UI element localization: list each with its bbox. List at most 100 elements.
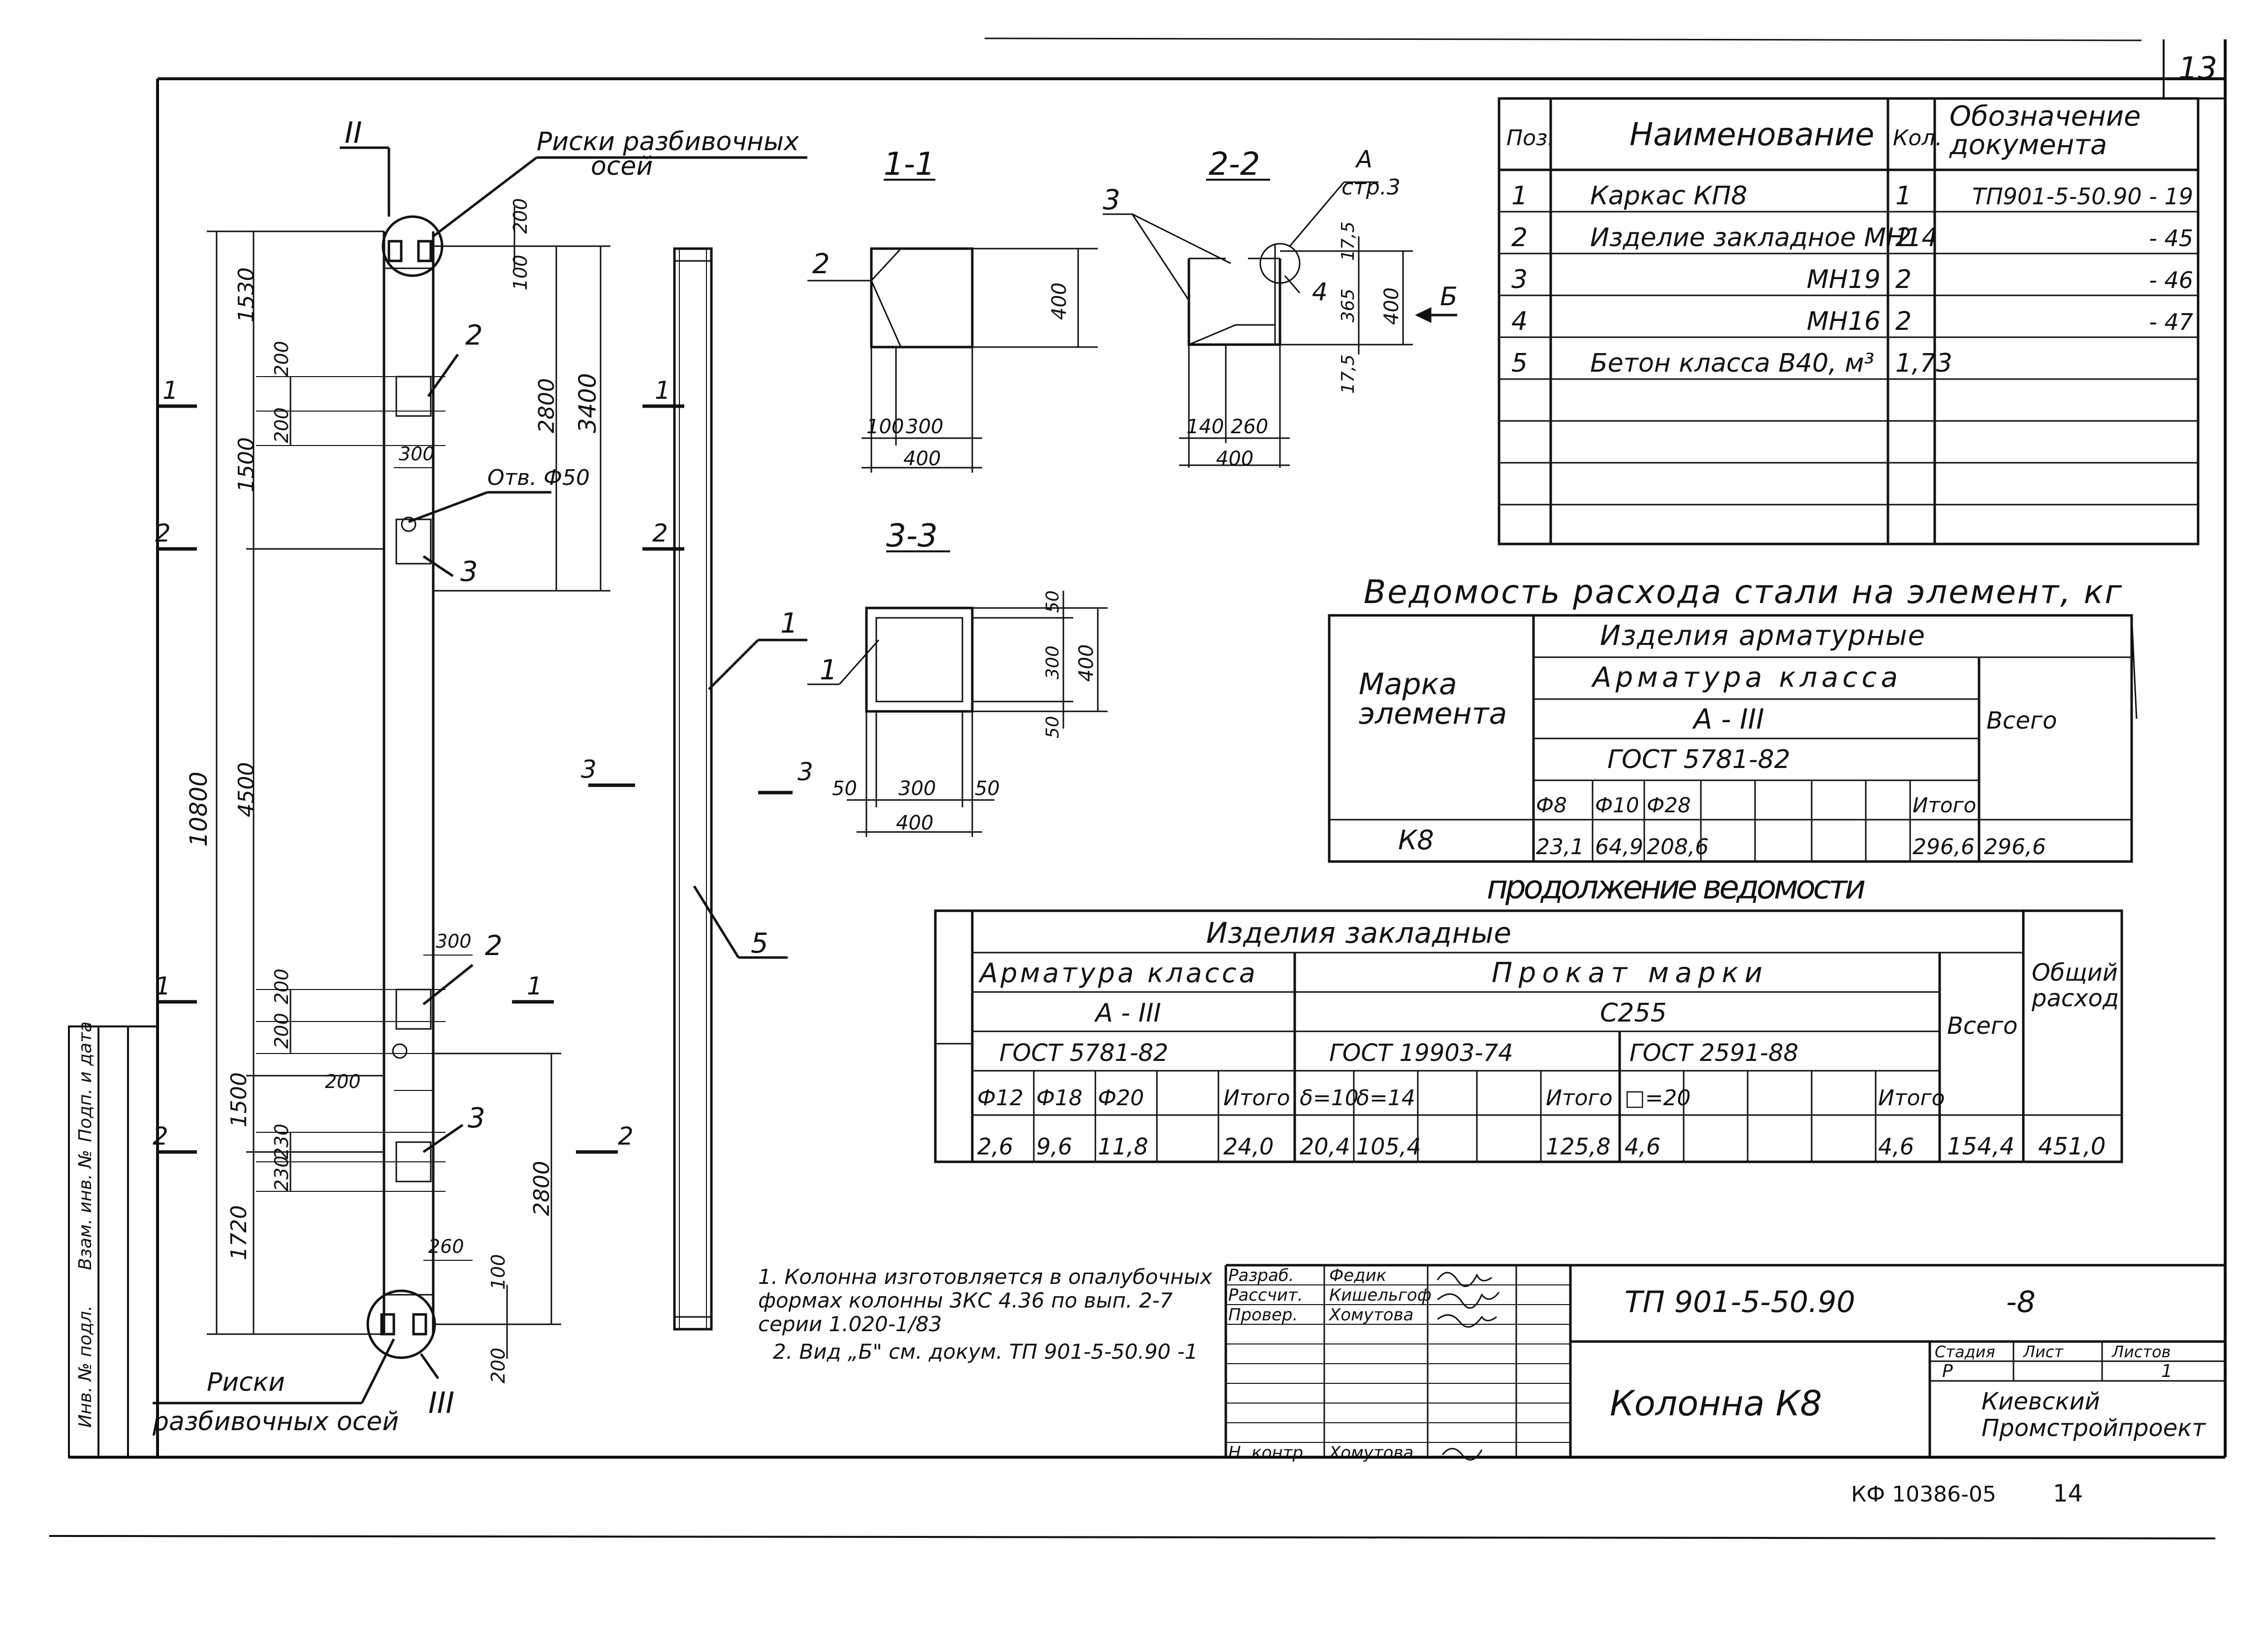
cont-value-9: 125,8 — [1546, 1133, 1611, 1160]
dim-top-100: 100 — [510, 255, 531, 290]
section-2-2-w: 400 — [1216, 447, 1253, 470]
risks-bottom-line2: разбивочных осей — [152, 1407, 399, 1437]
steel-row-mark: К8 — [1398, 825, 1434, 856]
cont-value-14: 4,6 — [1878, 1133, 1914, 1160]
steel-value-6: 296,6 — [1913, 834, 1975, 860]
dim-top-200a: 200 — [271, 341, 292, 377]
section-1-1-title: 1-1 — [884, 146, 935, 183]
section-2-2-d1: 140 — [1186, 415, 1224, 438]
stamp-name-2: Кишельгоф — [1329, 1285, 1432, 1305]
cont-sub2: Прокат марки — [1492, 957, 1762, 989]
dim-bot-200b: 200 — [271, 1013, 292, 1049]
cont-head-2: Ф20 — [1098, 1086, 1144, 1111]
spec-cell-r5-c3: 1,73 — [1895, 349, 1952, 378]
spec-cell-r5-c2: Бетон класса В40, м³ — [1590, 349, 1874, 378]
stamp-stage: Р — [1942, 1361, 1953, 1381]
dim-left-10800: 10800 — [185, 771, 213, 847]
cont-head-0: Ф12 — [977, 1086, 1023, 1111]
stamp-role-1: Разраб. — [1228, 1266, 1294, 1285]
spec-cell-r1-c2: Каркас КП8 — [1590, 181, 1747, 211]
section-3-3-d1: 50 — [832, 777, 857, 800]
dim-bot-260: 260 — [428, 1236, 464, 1257]
section-2-2-h: 400 — [1380, 288, 1403, 325]
section-3-3 — [758, 550, 1108, 837]
archive-code: КФ 10386-05 — [1851, 1482, 1996, 1507]
section-2-2-h3: 17,5 — [1338, 354, 1358, 394]
dim-top-300: 300 — [399, 443, 435, 465]
spec-cell-r1-c1: 1 — [1511, 181, 1528, 211]
section-3-3-d3: 50 — [975, 777, 1000, 800]
column-side-view — [673, 247, 807, 1331]
section-3-3-v2: 300 — [1043, 645, 1063, 679]
stamp-sheets-label: Листов — [2111, 1342, 2171, 1361]
dim-left-1500: 1500 — [234, 437, 259, 492]
section-2-2 — [1103, 179, 1457, 468]
section-1-1-callout: 2 — [812, 248, 830, 280]
spec-cell-r3-c4: - 46 — [2149, 267, 2193, 293]
section-2-2-d2: 260 — [1231, 415, 1268, 438]
section-mark-2-r2: 2 — [618, 1122, 634, 1151]
spec-cell-r4-c4: - 47 — [2149, 309, 2193, 335]
sheet-frame — [49, 37, 2227, 1539]
steel-group: Изделия арматурные — [1600, 620, 1925, 652]
dim-bot-200c: 200 — [325, 1071, 361, 1092]
callout-2-top: 2 — [465, 320, 483, 352]
stamp-name-4: Хомутова — [1328, 1443, 1413, 1463]
section-3-3-w: 400 — [896, 812, 933, 834]
dim-top-2800: 2800 — [534, 378, 559, 433]
title-block — [1224, 1264, 2225, 1457]
cont-head-6: δ=14 — [1356, 1086, 1415, 1111]
dim-bot-200d: 200 — [487, 1347, 509, 1383]
spec-cell-r3-c2: МН19 — [1807, 265, 1881, 294]
spec-cell-r4-c3: 2 — [1895, 307, 1912, 336]
risks-bottom-line1: Риски — [207, 1368, 285, 1397]
side-stamp-col2: Взам. инв. № — [75, 1150, 96, 1270]
section-mark-1-r1: 1 — [655, 376, 671, 405]
dim-top-200b: 200 — [271, 407, 292, 443]
stamp-stage-label: Стадия — [1935, 1342, 1995, 1361]
cont-grand-value: 451,0 — [2038, 1133, 2106, 1160]
section-2-2-title: 2-2 — [1209, 146, 1260, 183]
steel-class: А - III — [1692, 703, 1764, 735]
steel-value-1: 64,9 — [1595, 834, 1643, 860]
section-1-1 — [807, 179, 1098, 473]
steel-row-total: 296,6 — [1984, 834, 2046, 860]
steel-mark-head: Марка элемента — [1359, 667, 1507, 731]
spec-cell-r2-c4: - 45 — [2149, 225, 2193, 252]
callout-5-side: 5 — [751, 927, 768, 959]
section-2-2-h1: 17,5 — [1338, 222, 1358, 261]
note-1: 1. Колонна изготовляется в опалубочных ф… — [758, 1265, 1213, 1336]
cont-head-5: δ=10 — [1300, 1086, 1359, 1111]
cont-grand-head: Общий расход — [2032, 959, 2119, 1012]
spec-cell-r4-c1: 4 — [1511, 307, 1528, 336]
cont-gost1: ГОСТ 5781-82 — [999, 1039, 1168, 1067]
dim-bot-230b: 230 — [271, 1155, 292, 1191]
risks-top-line1: Риски разбивочных — [537, 127, 799, 157]
spec-cell-r4-c2: МН16 — [1807, 307, 1881, 336]
cont-sub1: Арматура класса — [978, 958, 1255, 989]
section-mark-3: 3 — [581, 755, 597, 784]
section-3-3-mark: 3 — [798, 758, 813, 786]
callout-2-bot: 2 — [485, 930, 503, 962]
section-2-2-arrow-b: Б — [1440, 282, 1458, 312]
dim-bot-230: 230 — [271, 1123, 292, 1159]
notes: 1. Колонна изготовляется в опалубочных ф… — [738, 1265, 1231, 1364]
steel-total-head: Всего — [1986, 707, 2057, 735]
callout-1-side: 1 — [780, 607, 798, 639]
cont-class1: А - III — [1094, 998, 1161, 1028]
cont-value-4: 24,0 — [1223, 1133, 1274, 1160]
dim-left-1500b: 1500 — [226, 1072, 252, 1127]
cont-grand-head-wrap: Общий расход — [2032, 959, 2119, 1012]
section-mark-2-l2: 2 — [153, 1122, 168, 1151]
cont-class2: С255 — [1600, 998, 1667, 1028]
callout-3-top: 3 — [460, 556, 478, 588]
cont-value-5: 20,4 — [1300, 1133, 1350, 1160]
spec-cell-r3-c1: 3 — [1511, 265, 1528, 294]
section-1-1-w: 400 — [903, 447, 941, 470]
spec-cell-r2-c1: 2 — [1511, 223, 1528, 253]
spec-head-doc: Обозначение документа — [1949, 100, 2141, 161]
stamp-org: Киевский Промстройпроект — [1981, 1388, 2206, 1442]
